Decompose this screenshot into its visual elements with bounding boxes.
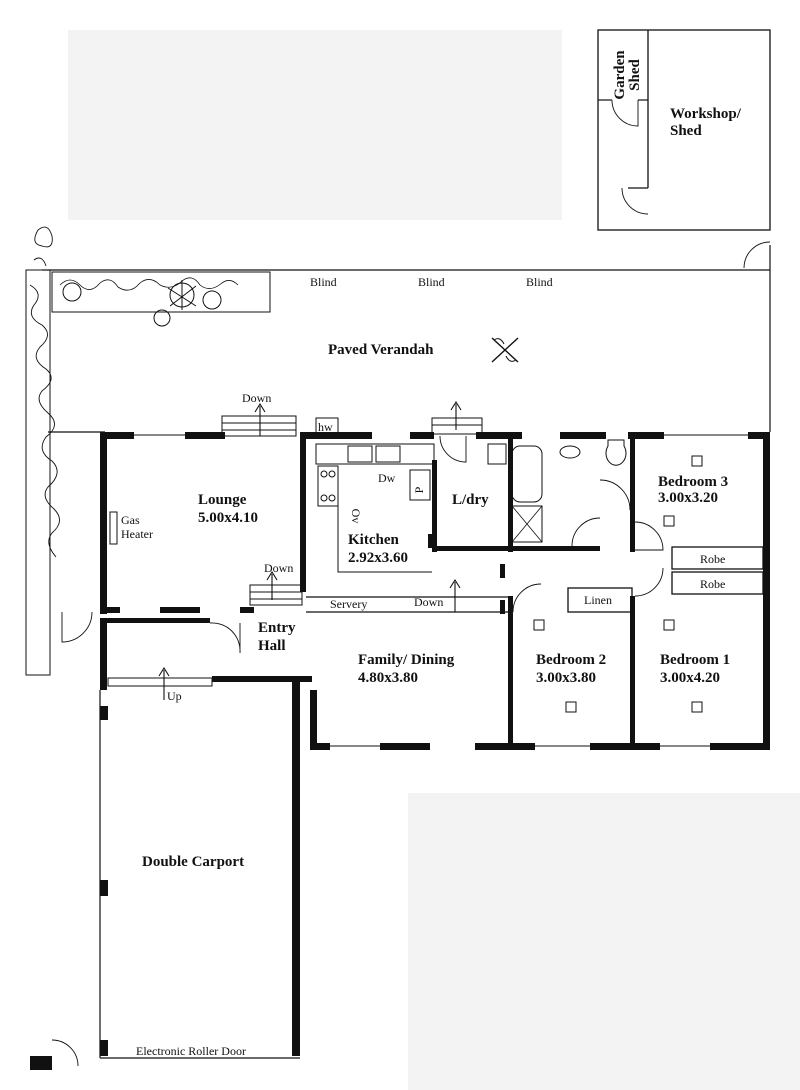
workshop-label-line2: Shed [670, 123, 702, 139]
kitchen-label: Kitchen [348, 532, 399, 548]
gas-heater-label-line2: Heater [121, 527, 153, 541]
pantry-label: P [412, 486, 426, 493]
bedroom1-label: Bedroom 1 [660, 652, 730, 668]
kitchen-size: 2.92x3.60 [348, 550, 408, 566]
steps [107, 415, 483, 687]
bathroom-fittings [487, 439, 627, 543]
blind-label-2: Blind [418, 275, 445, 289]
dishwasher-label: Dw [378, 471, 396, 485]
fixtures [109, 417, 703, 713]
blind-label-1: Blind [310, 275, 337, 289]
garden-shed-label-line1: Garden [612, 50, 628, 100]
family-dining-size: 4.80x3.80 [358, 670, 418, 686]
up-label: Up [167, 689, 182, 703]
sheds [597, 29, 771, 269]
oven-label: Ov [349, 509, 363, 524]
house-walls [100, 432, 770, 750]
bedroom3-label: Bedroom 3 [658, 474, 728, 490]
roller-door-label: Electronic Roller Door [136, 1044, 246, 1058]
bedroom1-size: 3.00x4.20 [660, 670, 720, 686]
blind-label-3: Blind [526, 275, 553, 289]
ceiling-fan-icon [491, 337, 519, 363]
carport [30, 676, 312, 1070]
door-swings [51, 435, 664, 1067]
lounge-size: 5.00x4.10 [198, 510, 258, 526]
down-label-entry: Down [264, 561, 293, 575]
gas-heater-label-line1: Gas [121, 513, 140, 527]
verandah-outline [42, 245, 771, 433]
entry-hall-label-line2: Hall [258, 638, 286, 654]
direction-arrows [158, 400, 462, 700]
bedroom2-label: Bedroom 2 [536, 652, 606, 668]
bedroom2-size: 3.00x3.80 [536, 670, 596, 686]
hw-label: hw [318, 420, 333, 434]
kitchen-fittings [315, 443, 505, 614]
robe-label-2: Robe [700, 577, 725, 591]
paved-verandah-label: Paved Verandah [328, 342, 434, 358]
laundry-label: L/dry [452, 492, 489, 508]
garden-shed-label-line2: Shed [627, 59, 643, 91]
workshop-label-line1: Workshop/ [670, 106, 742, 122]
robe-label-1: Robe [700, 552, 725, 566]
linen-label: Linen [584, 593, 612, 607]
family-dining-label: Family/ Dining [358, 652, 455, 668]
double-carport-label: Double Carport [142, 854, 244, 870]
down-label-servery: Down [414, 595, 443, 609]
left-hedge [25, 226, 60, 676]
garden-bed [51, 271, 271, 327]
down-label-lounge: Down [242, 391, 271, 405]
servery-label: Servery [330, 597, 367, 611]
lounge-label: Lounge [198, 492, 247, 508]
bedroom3-size: 3.00x3.20 [658, 490, 718, 506]
entry-hall-label-line1: Entry [258, 620, 296, 636]
background-panel-bottom [408, 793, 800, 1090]
background-panel-top [68, 30, 562, 220]
